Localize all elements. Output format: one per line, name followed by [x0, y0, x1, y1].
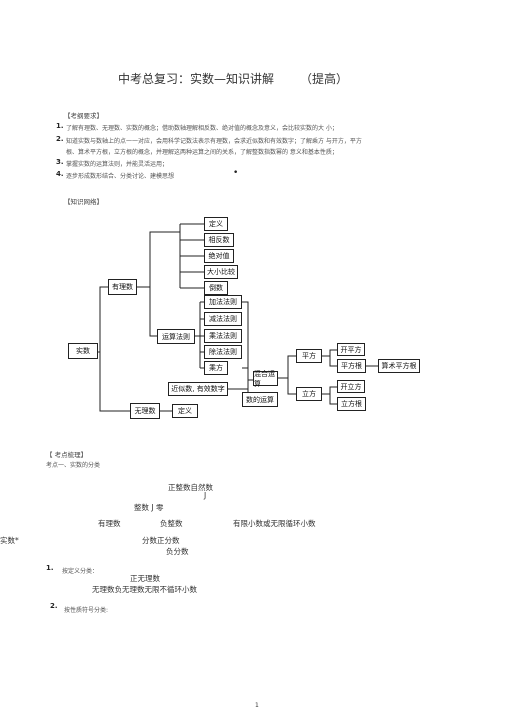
class-finite-decimal: 有限小数或无限循环小数 [233, 519, 316, 528]
page-title: 中考总复习：实数—知识讲解 [118, 72, 275, 86]
class-positive-integer: 正整数自然数 [168, 483, 213, 492]
item-two-label: 按性质符号分类: [64, 607, 109, 614]
point-one-heading: 考点一、实数的分类 [46, 462, 101, 469]
def-positive-irrational: 正无理数 [130, 574, 160, 583]
class-bracket: J [204, 491, 207, 500]
section-knowledge-network: 【知识网络】 [64, 198, 103, 206]
class-negative-integer: 负整数 [160, 519, 183, 528]
section-exam-requirements: 【考纲要求】 [64, 112, 103, 120]
req-num: 2. [56, 135, 64, 143]
node-div: 除法法则 [204, 345, 242, 359]
req-text: 根、算术平方根，立方根的概念，并理解这两种运算之间的关系，了解整数指数幂的 意义… [66, 149, 338, 156]
section-key-points: 【 考点梳理】 [46, 451, 88, 459]
node-approx: 近似数, 有效数字 [168, 382, 228, 396]
node-rules: 运算法则 [157, 329, 195, 344]
node-compare: 大小比较 [204, 265, 238, 279]
class-rational: 有理数 [98, 519, 121, 528]
node-ops: 数的运算 [242, 392, 278, 407]
node-sqrt-op: 开平方 [337, 343, 365, 356]
node-mul: 乘法法则 [204, 329, 242, 343]
node-cube-root: 立方根 [337, 397, 366, 411]
node-cube: 立方 [296, 387, 322, 401]
node-cbrt-op: 开立方 [337, 380, 365, 393]
item-one-number: 1. [46, 564, 54, 572]
node-mixed: 混合运算 [253, 370, 278, 388]
req-text: 逐步形成数形结合、分类讨论、建模思想 [66, 173, 175, 180]
node-definition: 定义 [204, 217, 228, 231]
node-arith-sqrt: 算术平方根 [378, 359, 420, 373]
title-level: （提高） [300, 72, 349, 86]
def-irrational-line: 无理数负无理数无限不循环小数 [92, 585, 197, 594]
req-num: 4. [56, 170, 64, 178]
req-num: 3. [56, 158, 64, 166]
req-num: 1. [56, 122, 64, 130]
req-text: 掌握实数的运算法则，并能灵活运用； [66, 161, 169, 168]
class-fraction: 分数正分数 [142, 536, 180, 545]
item-one-label: 按定义分类： [62, 568, 99, 575]
node-real: 实数 [68, 343, 98, 359]
node-irrational-definition: 定义 [172, 404, 198, 418]
req-text: 知道实数与数轴上的点一一对应，会用科学记数法表示有理数，会求近似数和有效数字；了… [66, 138, 362, 145]
node-square-root: 平方根 [337, 359, 366, 373]
node-irrational: 无理数 [130, 403, 160, 419]
req-text: 了解有理数、无理数、实数的概念；借助数轴理解相反数、绝对值的概念及意义，会比较实… [66, 125, 338, 132]
node-absolute: 绝对值 [204, 249, 234, 263]
node-add: 加法法则 [204, 295, 242, 309]
node-rational: 有理数 [108, 279, 137, 295]
node-sub: 减法法则 [204, 312, 242, 326]
node-reciprocal: 倒数 [204, 281, 228, 295]
bullet-dot: • [233, 168, 239, 178]
node-opposite: 相反数 [204, 233, 234, 247]
page-number: 1 [255, 702, 259, 709]
class-integer: 整数 J 零 [134, 503, 164, 512]
node-square: 平方 [296, 349, 322, 363]
class-real: 实数* [0, 536, 19, 545]
node-power: 乘方 [204, 361, 228, 375]
class-negative-fraction: 负分数 [166, 547, 189, 556]
item-two-number: 2. [50, 602, 58, 610]
